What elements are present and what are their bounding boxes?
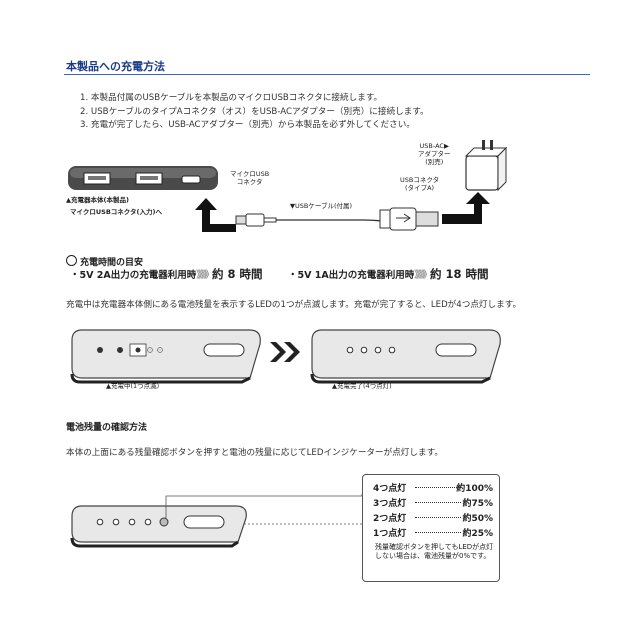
clock-icon xyxy=(66,255,77,266)
battery-check-description: 本体の上面にある残量確認ボタンを押すと電池の残量に応じてLEDインジケーターが点… xyxy=(66,448,443,458)
arrow-icon xyxy=(442,192,490,224)
charge-time-2a: ・5V 2A出力の充電器利用時》》》》約 8 時間 xyxy=(70,267,263,281)
check-button xyxy=(159,517,169,527)
usb-icon xyxy=(396,213,411,223)
battery-indicator-diagram xyxy=(70,494,363,548)
step-item: 3. 充電が完了したら、USB-ACアダプター（別売）から本製品を必ず外してくだ… xyxy=(80,120,415,130)
title-divider xyxy=(64,74,590,75)
usb-ac-adapter xyxy=(465,155,499,191)
charging-steps-list: 1. 本製品付属のUSBケーブルを本製品のマイクロUSBコネクタに接続します。 … xyxy=(80,92,429,133)
chevron-right-icon xyxy=(270,342,286,362)
micro-usb-connector-label: マイクロUSB コネクタ xyxy=(230,170,270,186)
legend-note: 残量確認ボタンを押してもLEDが点灯しない場合は、電池残量が0%です。 xyxy=(375,543,494,560)
battery-check-heading: 電池残量の確認方法 xyxy=(66,423,148,433)
led-description: 充電中は充電器本体側にある電池残量を表示するLEDの1つが点滅します。充電が完了… xyxy=(66,300,522,310)
device-label: ▲充電器本体(本製品) xyxy=(66,196,129,204)
charge-time-heading: 充電時間の目安 xyxy=(66,250,143,269)
chevron-right-icon xyxy=(284,342,300,362)
device-top xyxy=(71,329,261,379)
led-blinking xyxy=(135,347,141,353)
device-top xyxy=(311,329,501,379)
micro-usb-plug xyxy=(245,213,265,227)
complete-state-label: ▲充電完了(4つ点灯) xyxy=(332,382,392,390)
usb-connector-label: USBコネクタ (タイプA) xyxy=(400,176,440,192)
button-slot xyxy=(183,515,225,529)
button-slot xyxy=(435,343,477,357)
step-item: 1. 本製品付属のUSBケーブルを本製品のマイクロUSBコネクタに接続します。 xyxy=(80,93,383,103)
charge-time-1a: ・5V 1A出力の充電器利用時》》》》約 18 時間 xyxy=(288,267,489,281)
arrow-icon xyxy=(195,198,236,232)
cable-label: ▼USBケーブル(付属) xyxy=(290,202,353,210)
charging-state-label: ▲充電中(1つ点滅) xyxy=(106,382,160,390)
micro-usb-input-label: マイクロUSBコネクタ(入力)へ xyxy=(70,208,162,216)
battery-level-legend: 4つ点灯約100% 3つ点灯約75% 2つ点灯約50% 1つ点灯約25% 残量確… xyxy=(362,474,500,582)
charging-connection-diagram xyxy=(68,140,508,232)
usb-a-plug xyxy=(389,207,417,231)
section-title-charging: 本製品への充電方法 xyxy=(66,60,165,73)
micro-usb-port xyxy=(181,175,201,184)
button-slot xyxy=(203,343,245,357)
device-top xyxy=(71,505,247,543)
adapter-label: USB-AC▶ アダプター (別売) xyxy=(418,142,451,166)
step-item: 2. USBケーブルのタイプAコネクタ（オス）をUSB-ACアダプター（別売）に… xyxy=(80,106,429,117)
charging-state-diagram xyxy=(70,329,501,384)
